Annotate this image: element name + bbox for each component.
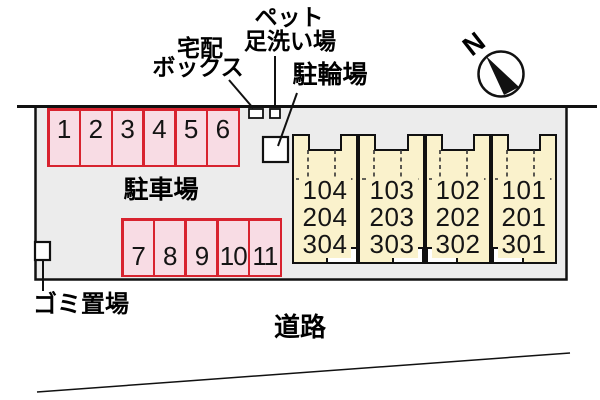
compass bbox=[477, 50, 525, 98]
leader-delivery-box bbox=[228, 79, 254, 109]
delivery-box-label-line2: ボックス bbox=[152, 54, 244, 80]
pet-foot-wash-label-line1: ペット bbox=[254, 4, 324, 30]
bicycle-parking-structure bbox=[261, 135, 290, 164]
parking-space-number: 10 bbox=[219, 240, 248, 271]
room-number: 302 bbox=[435, 229, 481, 259]
bicycle-parking-label: 駐輪場 bbox=[292, 61, 368, 89]
room-number: 101 bbox=[501, 175, 547, 205]
parking-space-10: 10 bbox=[218, 220, 248, 275]
parking-space-4: 4 bbox=[144, 110, 174, 165]
leader-bicycle-parking bbox=[277, 92, 298, 147]
delivery-box-label-line1: 宅配 bbox=[177, 35, 223, 61]
room-number: 102 bbox=[435, 175, 481, 205]
parking-row-bottom: 7 8 9 10 11 bbox=[121, 218, 282, 277]
parking-lot-label: 駐車場 bbox=[123, 176, 199, 204]
unit-rooms-102: 102 202 302 bbox=[432, 177, 484, 258]
garbage-area-label: ゴミ置場 bbox=[33, 291, 129, 318]
unit-rooms-101: 101 201 301 bbox=[498, 177, 550, 258]
garbage-area-structure bbox=[33, 240, 52, 262]
parking-space-number: 5 bbox=[183, 113, 199, 144]
parking-space-1: 1 bbox=[49, 110, 79, 165]
delivery-box-structure bbox=[248, 108, 264, 119]
unit-rooms-103: 103 203 303 bbox=[366, 177, 418, 258]
parking-space-6: 6 bbox=[208, 110, 238, 165]
parking-space-number: 2 bbox=[88, 113, 104, 144]
room-number: 103 bbox=[369, 175, 415, 205]
parking-space-5: 5 bbox=[176, 110, 206, 165]
parking-space-number: 1 bbox=[56, 113, 72, 144]
parking-space-8: 8 bbox=[155, 220, 185, 275]
parking-space-9: 9 bbox=[186, 220, 217, 275]
parking-space-number: 8 bbox=[163, 240, 178, 271]
parking-space-number: 9 bbox=[194, 240, 210, 271]
parking-space-number: 4 bbox=[152, 113, 167, 144]
parking-space-number: 7 bbox=[131, 240, 146, 271]
pet-foot-wash-structure bbox=[269, 108, 281, 119]
parking-space-2: 2 bbox=[81, 110, 111, 165]
parking-space-number: 3 bbox=[120, 113, 135, 144]
pet-foot-wash-label-line2: 足洗い場 bbox=[244, 28, 336, 54]
parking-space-3: 3 bbox=[113, 110, 143, 165]
room-number: 304 bbox=[302, 229, 348, 259]
leader-lines bbox=[42, 56, 298, 291]
road-edge-line bbox=[36, 352, 571, 393]
room-number: 201 bbox=[501, 202, 547, 232]
road-label: 道路 bbox=[273, 312, 327, 342]
compass-needle-icon bbox=[486, 56, 519, 95]
room-number: 104 bbox=[302, 175, 348, 205]
parking-space-number: 11 bbox=[252, 240, 278, 271]
room-number: 202 bbox=[435, 202, 481, 232]
parking-space-11: 11 bbox=[250, 220, 280, 275]
parking-space-number: 6 bbox=[215, 113, 231, 144]
parking-space-7: 7 bbox=[123, 220, 153, 275]
room-number: 203 bbox=[369, 202, 415, 232]
room-number: 303 bbox=[369, 229, 415, 259]
parking-row-top: 1 2 3 4 5 6 bbox=[47, 108, 240, 167]
unit-rooms-104: 104 204 304 bbox=[299, 177, 351, 258]
room-number: 204 bbox=[302, 202, 348, 232]
room-number: 301 bbox=[501, 229, 547, 259]
